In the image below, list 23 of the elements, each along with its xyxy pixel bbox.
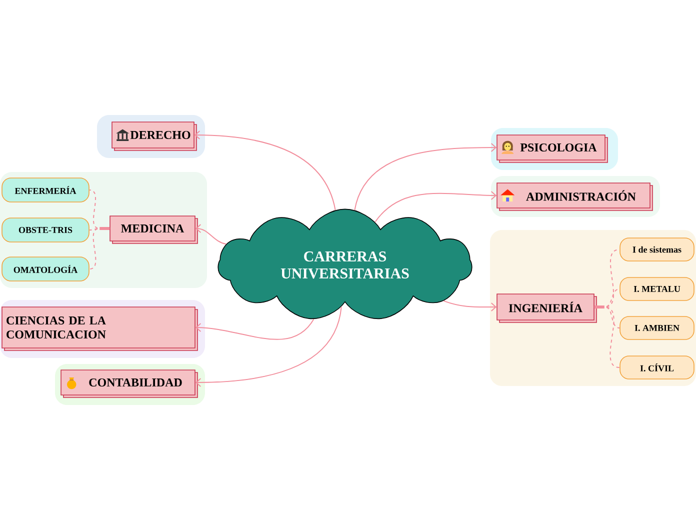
topic-box: CONTABILIDAD: [60, 370, 198, 398]
subtopic-box: ENFERMERÍA: [2, 178, 90, 202]
arrow: [443, 300, 497, 312]
subtopic-box: I. METALU: [620, 277, 694, 301]
topic-box: CIENCIAS DE LA COMUNICACION: [2, 306, 198, 351]
arrow: [194, 130, 336, 210]
arrow: [195, 318, 314, 340]
topic-box: MEDICINA: [110, 216, 198, 244]
topic-box: PSICOLOGIA: [496, 134, 608, 163]
branch-trunk: [594, 306, 604, 308]
subtopic-box: I. AMBIEN: [620, 316, 694, 340]
topic-box: INGENIERÍA: [496, 294, 597, 323]
subtopic-box: I de sistemas: [620, 238, 694, 262]
branch-trunk: [100, 227, 110, 230]
arrow: [195, 224, 227, 245]
subtopic-box: OBSTE-TRIS: [2, 218, 90, 242]
topic-box: DERECHO: [112, 122, 197, 151]
topic-box: ADMINISTRACIÓN: [496, 182, 653, 211]
subtopic-box: OMATOLOGÍA: [2, 256, 90, 282]
arrow: [195, 306, 342, 387]
arrow: [374, 191, 497, 222]
subtopic-box: I. CÍVIL: [620, 356, 694, 380]
arrow: [354, 143, 497, 210]
